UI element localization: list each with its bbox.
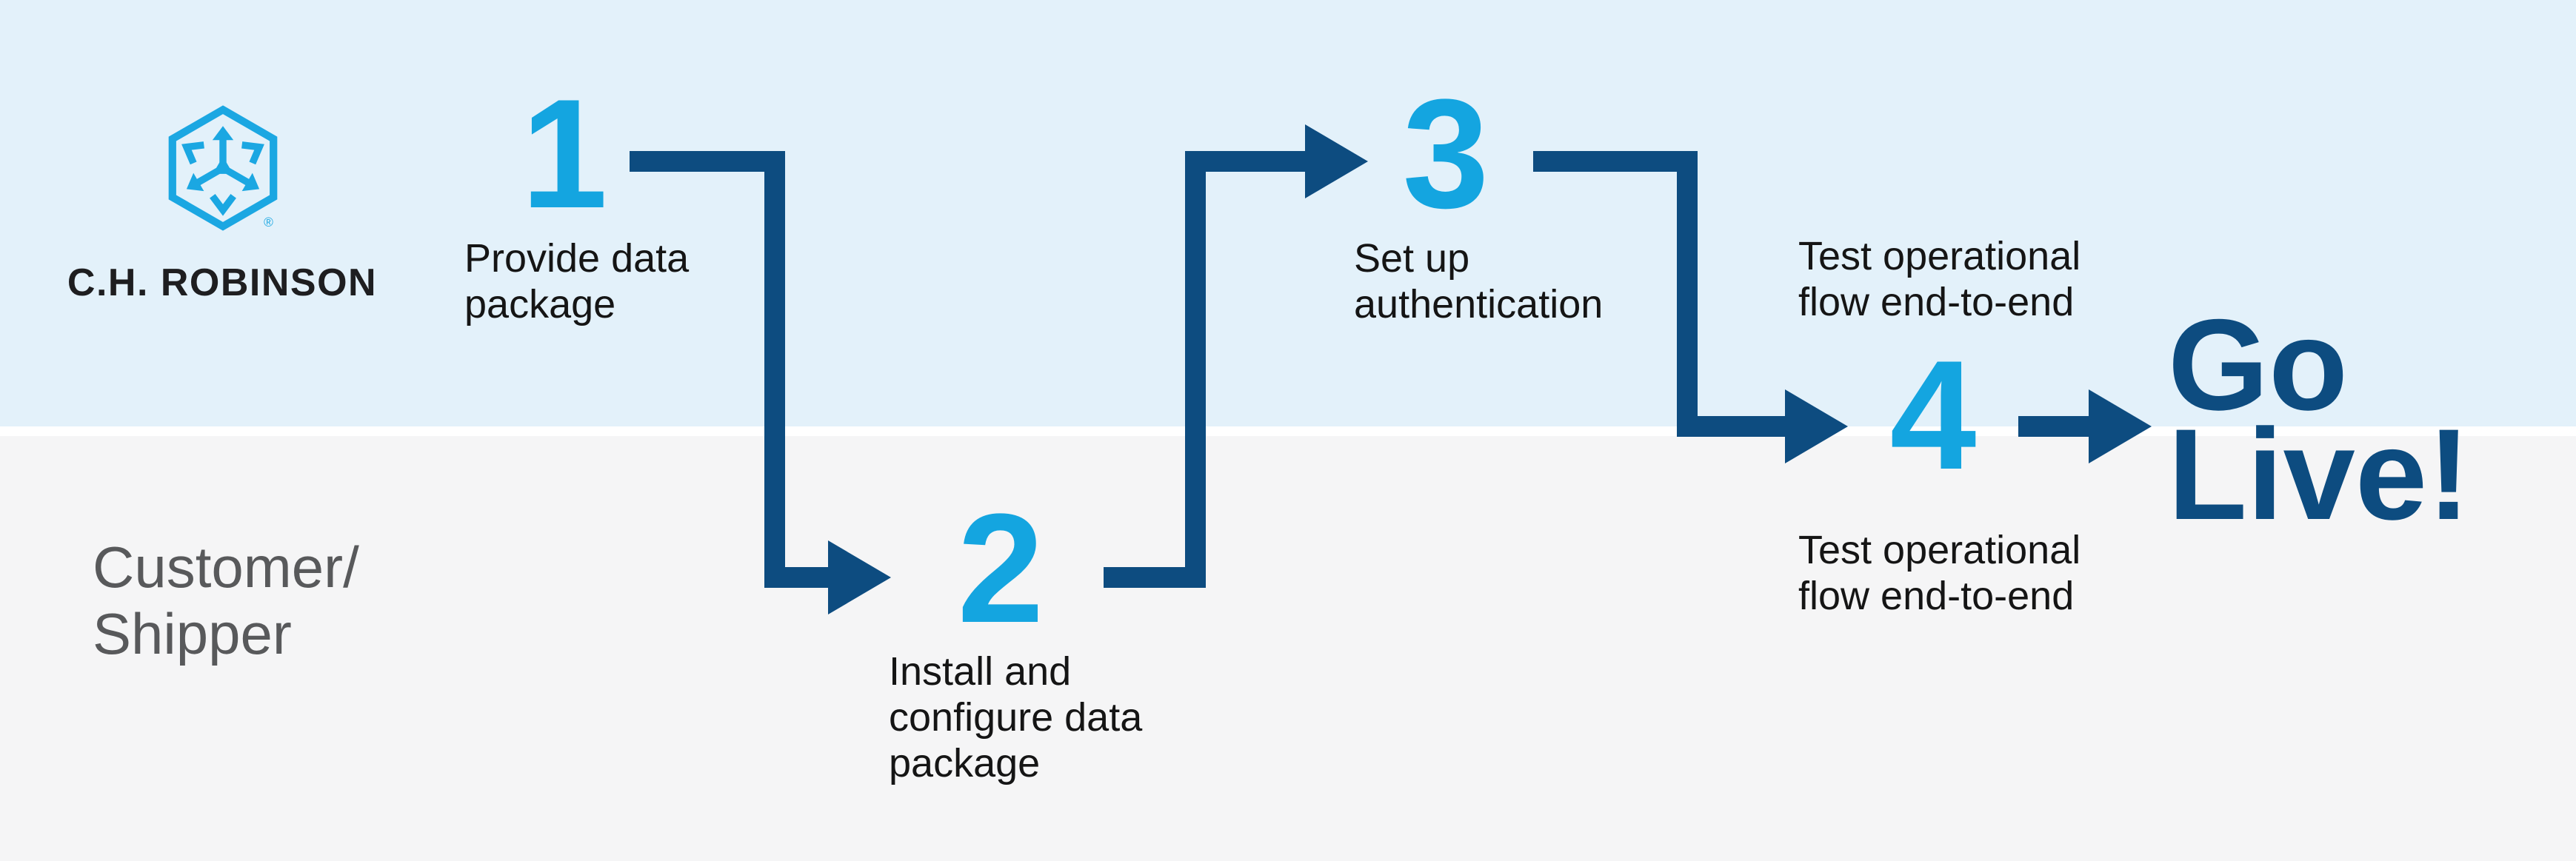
step-1-number: 1 bbox=[521, 67, 608, 241]
ch-robinson-cube-logo-icon: ® bbox=[168, 105, 278, 231]
arrow-1-2-segment-vertical bbox=[764, 151, 785, 588]
logo-chevron-upper-right bbox=[241, 141, 264, 165]
step-2-number: 2 bbox=[957, 481, 1044, 655]
arrow-1-2-arrowhead-icon bbox=[828, 540, 891, 614]
logo-chevron-down bbox=[210, 193, 236, 216]
step-2-label: Install and configure data package bbox=[889, 649, 1143, 785]
arrow-4-golive-arrowhead-icon bbox=[2089, 389, 2152, 463]
arrow-4-golive-segment bbox=[2018, 416, 2089, 437]
arrow-1-2-segment-bottom bbox=[764, 567, 828, 588]
arrow-3-4-segment-bottom bbox=[1677, 416, 1785, 437]
lane-divider bbox=[0, 426, 2576, 436]
arrow-1-2-segment-top bbox=[630, 151, 785, 172]
lane-ch-robinson bbox=[0, 0, 2576, 426]
registered-trademark-symbol: ® bbox=[264, 215, 273, 230]
logo-arrow-lower-left bbox=[186, 161, 230, 192]
arrow-3-4-segment-vertical bbox=[1677, 151, 1698, 437]
step-3-number: 3 bbox=[1402, 67, 1489, 241]
lane-label-customer-shipper: Customer/ Shipper bbox=[93, 535, 359, 666]
arrow-3-4-arrowhead-icon bbox=[1785, 389, 1848, 463]
arrow-2-3-arrowhead-icon bbox=[1305, 124, 1368, 198]
arrow-2-3-segment-vertical bbox=[1185, 151, 1206, 588]
step-1-label: Provide data package bbox=[464, 236, 690, 326]
step-4-label-above: Test operational flow end-to-end bbox=[1798, 234, 2081, 324]
lane-customer-shipper bbox=[0, 436, 2576, 861]
step-3-label: Set up authentication bbox=[1354, 236, 1604, 326]
brand-name: C.H. ROBINSON bbox=[67, 261, 378, 304]
go-live-text: Go Live! bbox=[2168, 293, 2471, 547]
step-4-label-below: Test operational flow end-to-end bbox=[1798, 528, 2081, 618]
arrow-2-3-segment-top bbox=[1185, 151, 1305, 172]
step-4-number: 4 bbox=[1889, 328, 1977, 502]
arrow-3-4-segment-top bbox=[1533, 151, 1698, 172]
logo-chevron-upper-left bbox=[181, 141, 204, 165]
